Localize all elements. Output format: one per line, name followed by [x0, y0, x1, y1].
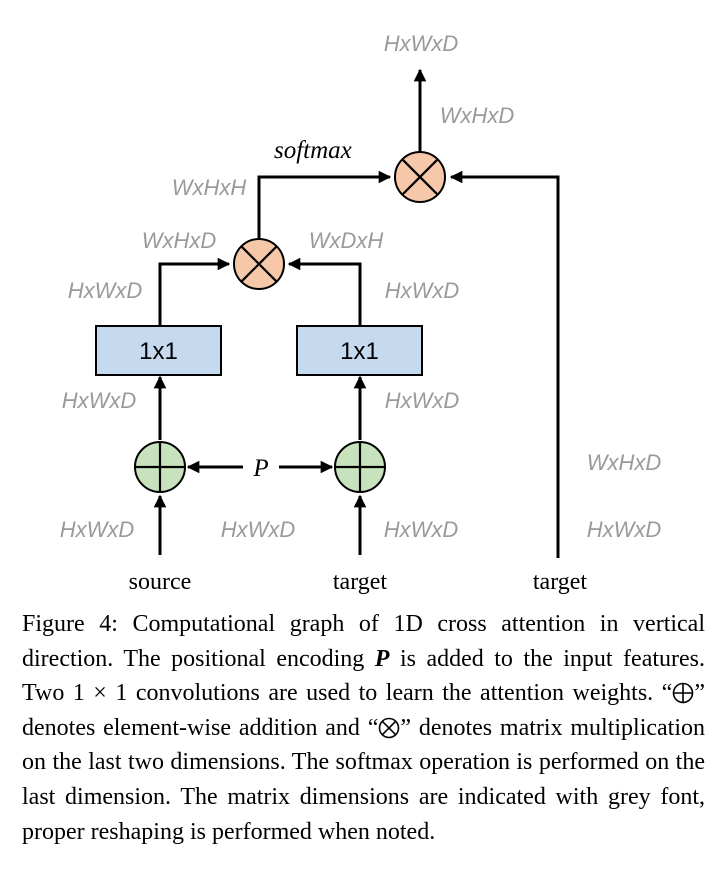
dim-target-reshaped: WxDxH	[309, 228, 384, 253]
add-node-left	[134, 441, 186, 493]
caption-text-4: ” denotes matrix multiplication on the l…	[22, 714, 706, 845]
caption-text-2: is added to the input features. Two 1 × …	[22, 645, 706, 707]
dim-output: HxWxD	[384, 31, 459, 56]
conv-box-right	[296, 325, 423, 376]
edge-conv-left-to-mul	[158, 257, 231, 326]
cross-attention-graph: 1x1 1x1 P softmax source target target H…	[60, 31, 662, 595]
input-target-left-label: target	[333, 569, 388, 595]
mul-node-attention	[233, 238, 285, 290]
dim-source-reshaped: WxHxD	[142, 228, 217, 253]
dim-source-conv-out: HxWxD	[68, 278, 143, 303]
dim-source-in: HxWxD	[60, 517, 135, 542]
caption-p-symbol: P	[374, 645, 390, 672]
caption-text-1: Figure 4: Computational graph of 1D cros…	[22, 611, 705, 672]
edge-conv-right-to-mul	[287, 257, 362, 326]
edge-value-to-mul	[449, 170, 560, 558]
figure-caption: Figure 4: Computational graph of 1D cros…	[22, 607, 705, 849]
dim-target-add-out-bottom: HxWxD	[384, 517, 459, 542]
conv-box-left	[95, 325, 222, 376]
positional-encoding-label: P	[252, 455, 268, 482]
circled-plus-icon	[673, 682, 694, 704]
dim-value-reshaped: WxHxD	[587, 450, 662, 475]
softmax-label: softmax	[274, 137, 352, 164]
dim-target-conv-out: HxWxD	[385, 278, 460, 303]
dim-product: WxHxD	[440, 103, 515, 128]
circled-times-icon	[379, 717, 400, 739]
dim-target-in: HxWxD	[221, 517, 296, 542]
dim-value-in: HxWxD	[587, 517, 662, 542]
caption-text-3: ” denotes element-wise addition and “	[22, 680, 705, 741]
conv-right-label: 1x1	[340, 338, 379, 365]
input-target-right-label: target	[533, 569, 588, 595]
dim-attention: WxHxH	[172, 175, 247, 200]
add-node-right	[334, 441, 386, 493]
dim-target-add-out: HxWxD	[385, 388, 460, 413]
dim-source-add-out: HxWxD	[62, 388, 137, 413]
mul-node-output	[394, 151, 446, 203]
input-source-label: source	[129, 569, 192, 595]
conv-left-label: 1x1	[139, 338, 178, 365]
edge-softmax-to-mul	[257, 170, 392, 238]
